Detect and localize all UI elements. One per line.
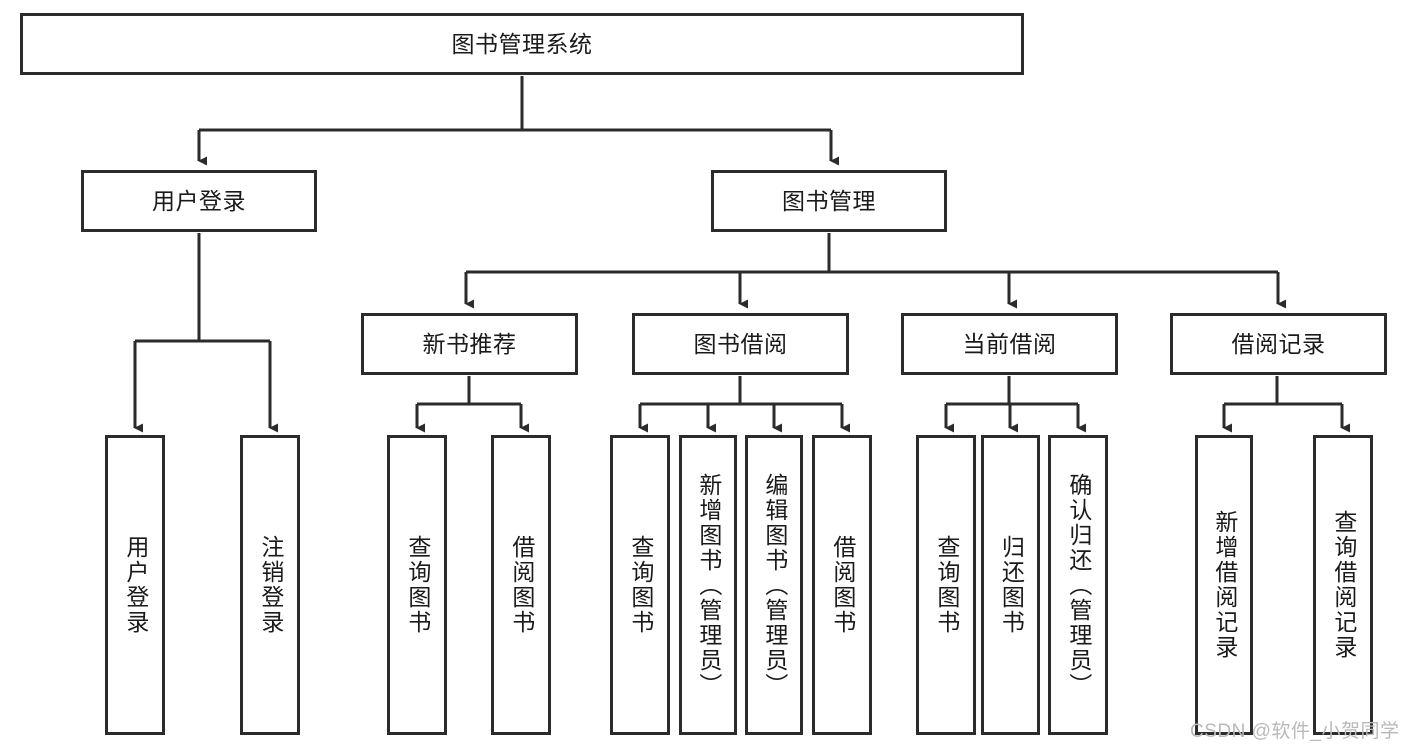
node-label: 查询图书 — [627, 535, 654, 635]
node-label: 用户登录 — [152, 187, 246, 214]
node-label: 借阅图书 — [829, 535, 856, 635]
leaf-borrow-book-new-rec[interactable]: 借阅图书 — [491, 435, 551, 735]
node-book-borrowing[interactable]: 图书借阅 — [632, 313, 849, 375]
leaf-add-book-admin[interactable]: 新增图书（管理员） — [679, 435, 737, 735]
leaf-add-borrow-record[interactable]: 新增借阅记录 — [1195, 435, 1253, 735]
node-label: 借阅图书 — [508, 535, 535, 635]
leaf-borrow-book-borrow[interactable]: 借阅图书 — [812, 435, 872, 735]
leaf-query-book-current[interactable]: 查询图书 — [916, 435, 976, 735]
leaf-user-login[interactable]: 用户登录 — [105, 435, 165, 735]
node-label: 新书推荐 — [422, 330, 517, 357]
node-book-management[interactable]: 图书管理 — [711, 170, 947, 232]
leaf-logout[interactable]: 注销登录 — [240, 435, 300, 735]
leaf-edit-book-admin[interactable]: 编辑图书（管理员） — [745, 435, 803, 735]
node-label: 新增图书（管理员） — [695, 472, 722, 698]
node-label: 图书管理系统 — [451, 30, 593, 57]
node-current-borrowing[interactable]: 当前借阅 — [901, 313, 1118, 375]
node-label: 用户登录 — [122, 535, 149, 635]
node-user-login[interactable]: 用户登录 — [81, 170, 317, 232]
node-label: 归还图书 — [998, 535, 1025, 635]
leaf-confirm-return-admin[interactable]: 确认归还（管理员） — [1048, 435, 1108, 735]
node-label: 查询图书 — [933, 535, 960, 635]
leaf-query-book-borrow[interactable]: 查询图书 — [610, 435, 670, 735]
node-label: 注销登录 — [257, 535, 284, 635]
node-label: 图书借阅 — [693, 330, 788, 357]
node-label: 确认归还（管理员） — [1065, 472, 1092, 698]
node-label: 当前借阅 — [962, 330, 1057, 357]
node-label: 查询图书 — [404, 535, 431, 635]
node-borrowing-record[interactable]: 借阅记录 — [1170, 313, 1387, 375]
node-label: 查询借阅记录 — [1330, 510, 1357, 660]
leaf-query-borrow-record[interactable]: 查询借阅记录 — [1313, 435, 1373, 735]
node-label: 图书管理 — [782, 187, 876, 214]
leaf-query-book-new-rec[interactable]: 查询图书 — [387, 435, 447, 735]
node-label: 编辑图书（管理员） — [761, 472, 788, 698]
node-book-management-system[interactable]: 图书管理系统 — [20, 13, 1024, 75]
node-label: 借阅记录 — [1231, 330, 1326, 357]
node-label: 新增借阅记录 — [1211, 510, 1238, 660]
leaf-return-book[interactable]: 归还图书 — [981, 435, 1040, 735]
node-new-book-recommendation[interactable]: 新书推荐 — [361, 313, 578, 375]
csdn-watermark: CSDN @软件_小贺同学 — [1190, 721, 1400, 742]
